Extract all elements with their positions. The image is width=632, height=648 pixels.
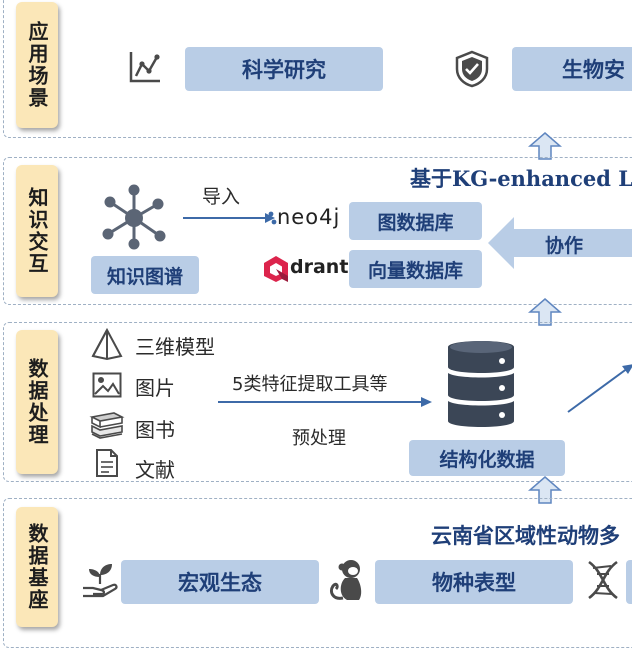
database-icon bbox=[448, 341, 514, 427]
biosecurity-box[interactable]: 生物安 bbox=[512, 47, 632, 91]
import-label: 导入 bbox=[202, 186, 241, 208]
source-image-label: 图片 bbox=[135, 376, 175, 400]
neo4j-logo: neo4j bbox=[277, 205, 341, 229]
application-panel bbox=[3, 0, 632, 138]
import-arrow bbox=[183, 213, 275, 223]
graph-database-box[interactable]: 图数据库 bbox=[349, 202, 482, 240]
pyramid-icon bbox=[91, 327, 123, 361]
up-arrow-icon bbox=[527, 132, 563, 160]
monkey-icon bbox=[329, 560, 362, 600]
dna-icon bbox=[588, 560, 618, 600]
macro-ecology-box[interactable]: 宏观生态 bbox=[121, 560, 319, 604]
up-arrow-icon bbox=[527, 298, 563, 326]
qdrant-logo: drant bbox=[290, 256, 349, 278]
books-icon bbox=[89, 412, 125, 439]
up-arrow-icon bbox=[527, 476, 563, 504]
collaboration-arrow bbox=[488, 217, 632, 269]
knowledge-tag: 知识交互 bbox=[16, 165, 58, 297]
source-3d-model-label: 三维模型 bbox=[135, 335, 215, 359]
plant-hand-icon bbox=[83, 564, 118, 598]
source-books-label: 图书 bbox=[135, 418, 175, 442]
line-chart-icon bbox=[129, 52, 160, 83]
knowledge-graph-icon bbox=[102, 184, 166, 250]
preprocess-label: 预处理 bbox=[292, 428, 346, 449]
source-literature-label: 文献 bbox=[135, 458, 175, 482]
image-icon bbox=[92, 372, 122, 398]
scientific-research-box[interactable]: 科学研究 bbox=[185, 47, 383, 91]
document-icon bbox=[96, 449, 118, 477]
application-tag: 应用场景 bbox=[16, 2, 58, 128]
foundation-heading: 云南省区域性动物多 bbox=[431, 524, 620, 548]
foundation-extra-box bbox=[626, 560, 632, 604]
preprocess-arrow bbox=[218, 397, 432, 407]
processing-panel bbox=[3, 322, 632, 482]
foundation-tag: 数据基座 bbox=[16, 507, 58, 627]
collaboration-label: 协作 bbox=[545, 235, 584, 257]
shield-check-icon bbox=[455, 50, 489, 88]
processing-tag: 数据处理 bbox=[16, 330, 58, 474]
diagonal-arrow bbox=[567, 364, 632, 413]
vector-database-box[interactable]: 向量数据库 bbox=[349, 250, 482, 288]
structured-data-box[interactable]: 结构化数据 bbox=[409, 440, 565, 476]
knowledge-heading: 基于KG-enhanced LL bbox=[410, 166, 632, 191]
qdrant-logo-icon bbox=[264, 256, 288, 282]
feature-tools-label: 5类特征提取工具等 bbox=[232, 374, 388, 395]
species-phenotype-box[interactable]: 物种表型 bbox=[375, 560, 573, 604]
knowledge-panel bbox=[3, 157, 632, 305]
knowledge-graph-box[interactable]: 知识图谱 bbox=[91, 256, 199, 294]
neo4j-logo-dots bbox=[268, 211, 277, 225]
